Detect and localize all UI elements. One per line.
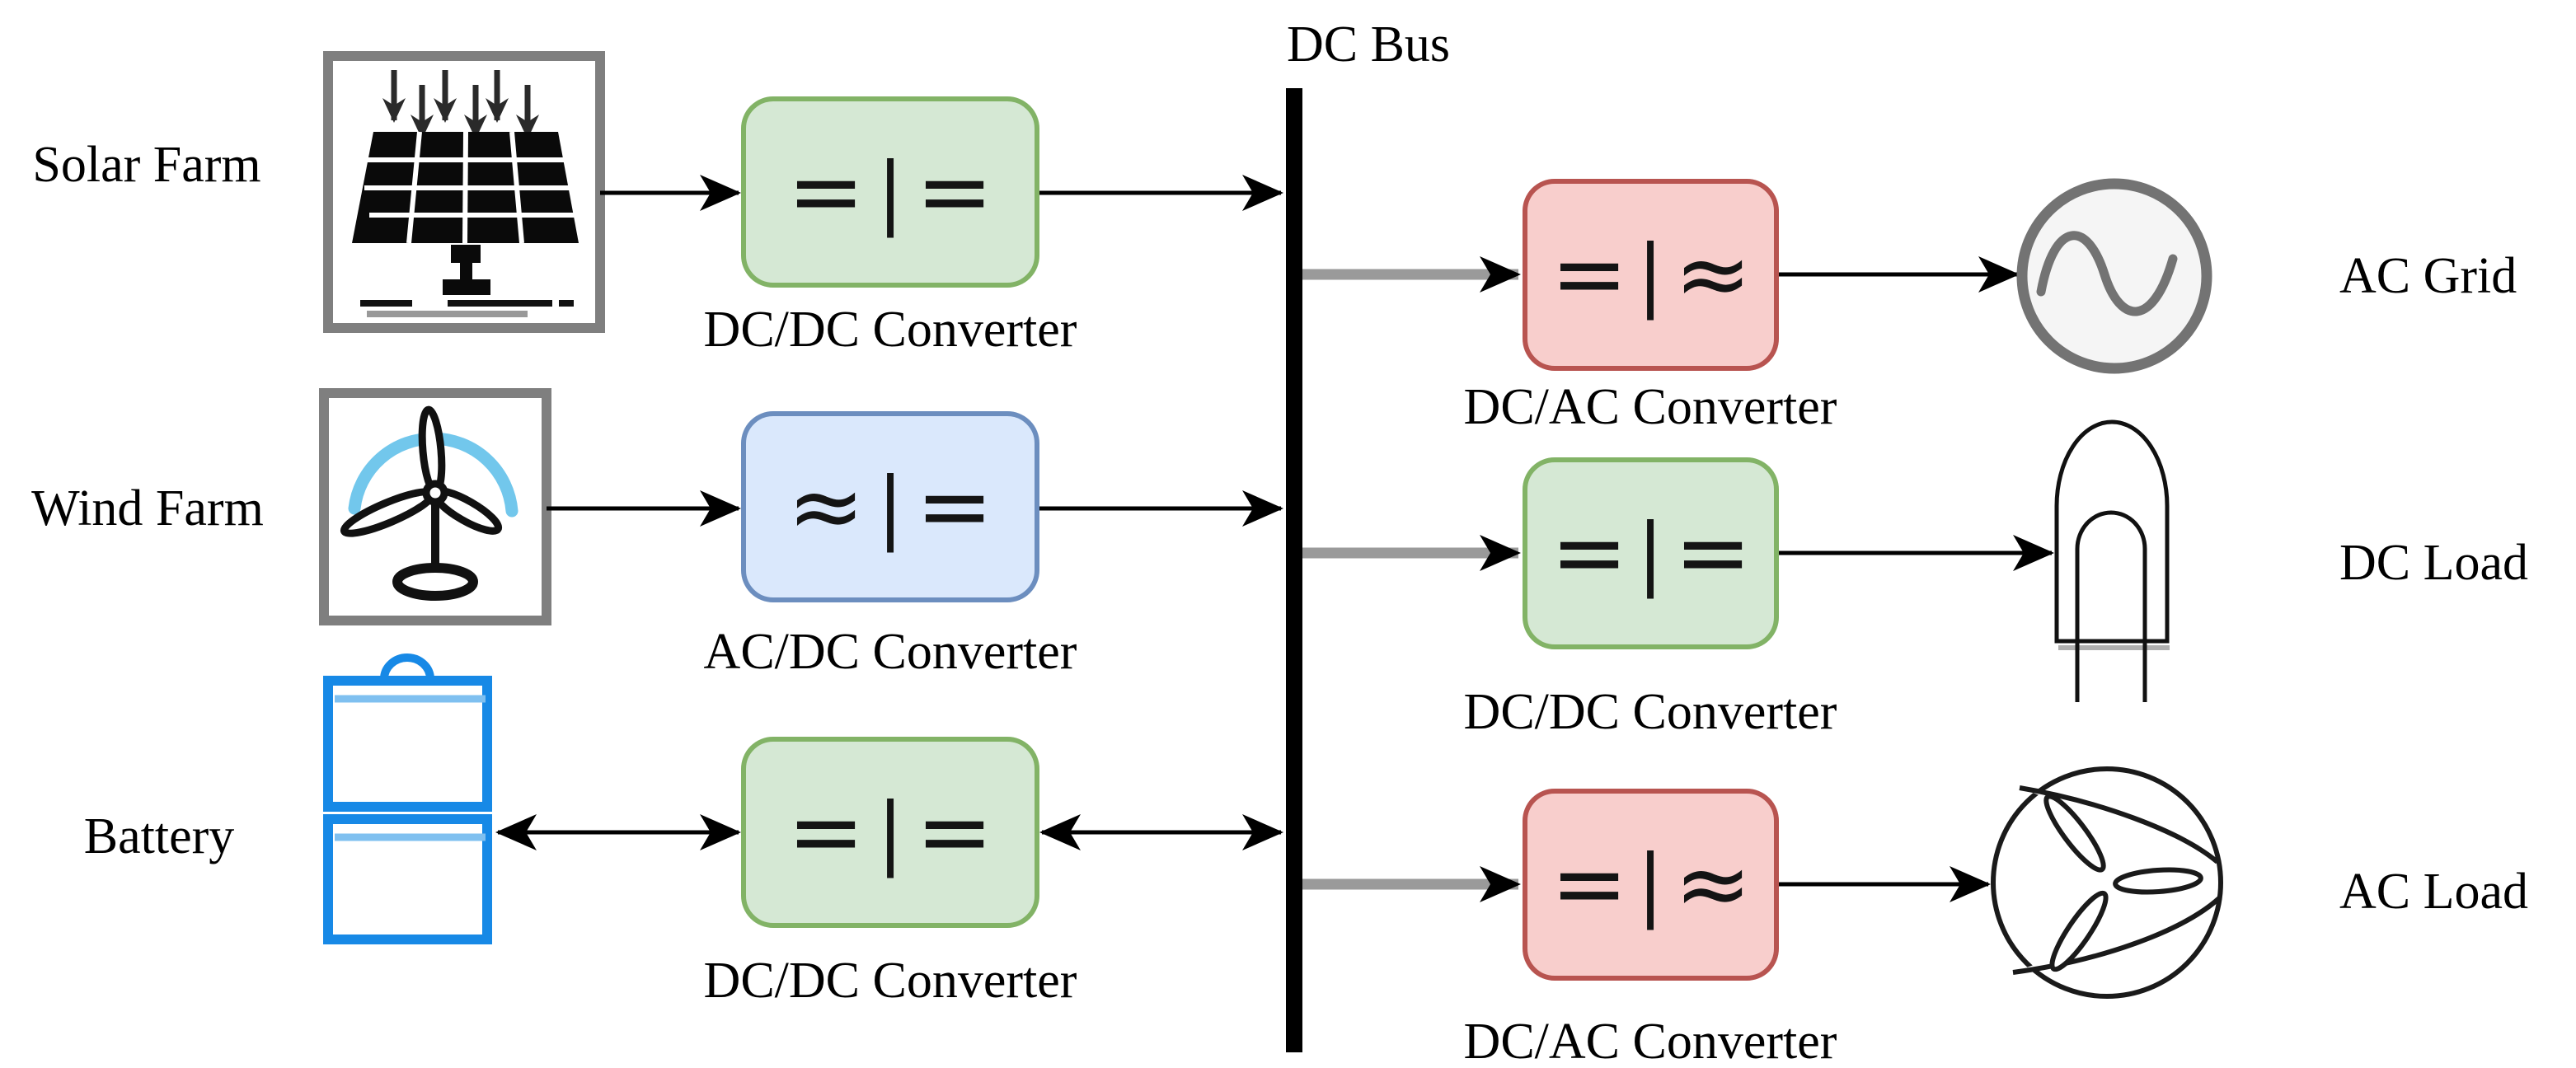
ac-grid-circle	[2016, 178, 2212, 374]
converter-divider: |	[877, 461, 903, 554]
converter-box	[741, 96, 1039, 288]
solar-farm-label: Solar Farm	[32, 137, 260, 193]
converter-label: AC/DC Converter	[704, 624, 1077, 680]
converter-output-symbol: =	[916, 453, 993, 560]
dc-bus-label: DC Bus	[1287, 16, 1450, 73]
converter-acdc-wind: ≈ | = AC/DC Converter	[704, 411, 1077, 680]
converter-label: DC/AC Converter	[1464, 1014, 1837, 1068]
lamp-outer-dome	[2054, 419, 2170, 644]
converter-output-symbol: ≈	[1674, 221, 1752, 328]
converter-box	[741, 737, 1039, 928]
fan-blade-right	[2113, 867, 2203, 895]
dc-load-icon	[2054, 419, 2170, 702]
solar-farm-icon	[323, 51, 605, 333]
lamp-inner-filament	[2075, 510, 2147, 702]
converter-label: DC/AC Converter	[1464, 379, 1837, 435]
converter-divider: |	[1637, 228, 1663, 321]
ac-grid-icon	[2016, 178, 2212, 374]
fan-blade-upper	[2043, 794, 2106, 873]
solar-stand-pole	[460, 263, 472, 279]
fan-blade-lower	[2049, 890, 2109, 972]
wind-farm-label: Wind Farm	[31, 480, 264, 536]
converter-box	[741, 411, 1039, 602]
fan-circle	[1991, 766, 2223, 999]
solar-panel-grid	[359, 131, 579, 244]
converter-box	[1523, 457, 1779, 649]
solar-stand-top	[451, 245, 481, 263]
converter-label: DC/DC Converter	[1464, 684, 1837, 740]
dc-bus-bar	[1286, 88, 1302, 1052]
solar-ground-lines	[360, 300, 574, 317]
converter-divider: |	[1637, 838, 1663, 931]
converter-input-symbol: =	[787, 779, 865, 886]
converter-box	[1523, 179, 1779, 371]
converter-divider: |	[877, 786, 903, 879]
dc-load-label: DC Load	[2339, 535, 2528, 591]
solar-stand-base	[443, 279, 490, 295]
converter-dcac-grid: = | ≈ DC/AC Converter	[1464, 179, 1837, 435]
converter-dcdc-solar: = | = DC/DC Converter	[704, 96, 1077, 358]
converter-dcac-load: = | ≈ DC/AC Converter	[1464, 789, 1837, 1068]
converter-divider: |	[1637, 507, 1663, 600]
converter-output-symbol: =	[916, 779, 993, 886]
sun-rays-icon	[382, 70, 539, 139]
battery-terminal	[380, 653, 434, 680]
battery-label: Battery	[84, 808, 235, 864]
converter-label: DC/DC Converter	[704, 302, 1077, 358]
wind-farm-icon	[319, 388, 551, 625]
ac-load-label: AC Load	[2339, 864, 2528, 920]
converter-box	[1523, 789, 1779, 981]
converter-input-symbol: =	[1551, 831, 1628, 938]
converter-label: DC/DC Converter	[704, 953, 1077, 1009]
converter-dcdc-load: = | = DC/DC Converter	[1464, 457, 1837, 740]
ac-load-icon	[1991, 766, 2223, 999]
ac-grid-label: AC Grid	[2339, 248, 2517, 304]
battery-icon	[323, 653, 492, 944]
converter-input-symbol: =	[1551, 221, 1628, 328]
converter-divider: |	[877, 146, 903, 239]
converter-input-symbol: =	[1551, 499, 1628, 607]
turbine-base	[392, 563, 478, 601]
turbine-hub	[422, 480, 448, 506]
sine-wave-icon	[2036, 231, 2178, 316]
converter-output-symbol: =	[916, 138, 993, 246]
converter-dcdc-battery: = | = DC/DC Converter	[704, 737, 1077, 1009]
fan-housing-top	[2019, 785, 2219, 864]
converter-input-symbol: ≈	[787, 453, 865, 560]
converter-input-symbol: =	[787, 138, 865, 246]
converter-output-symbol: ≈	[1674, 831, 1752, 938]
converter-output-symbol: =	[1674, 499, 1752, 607]
